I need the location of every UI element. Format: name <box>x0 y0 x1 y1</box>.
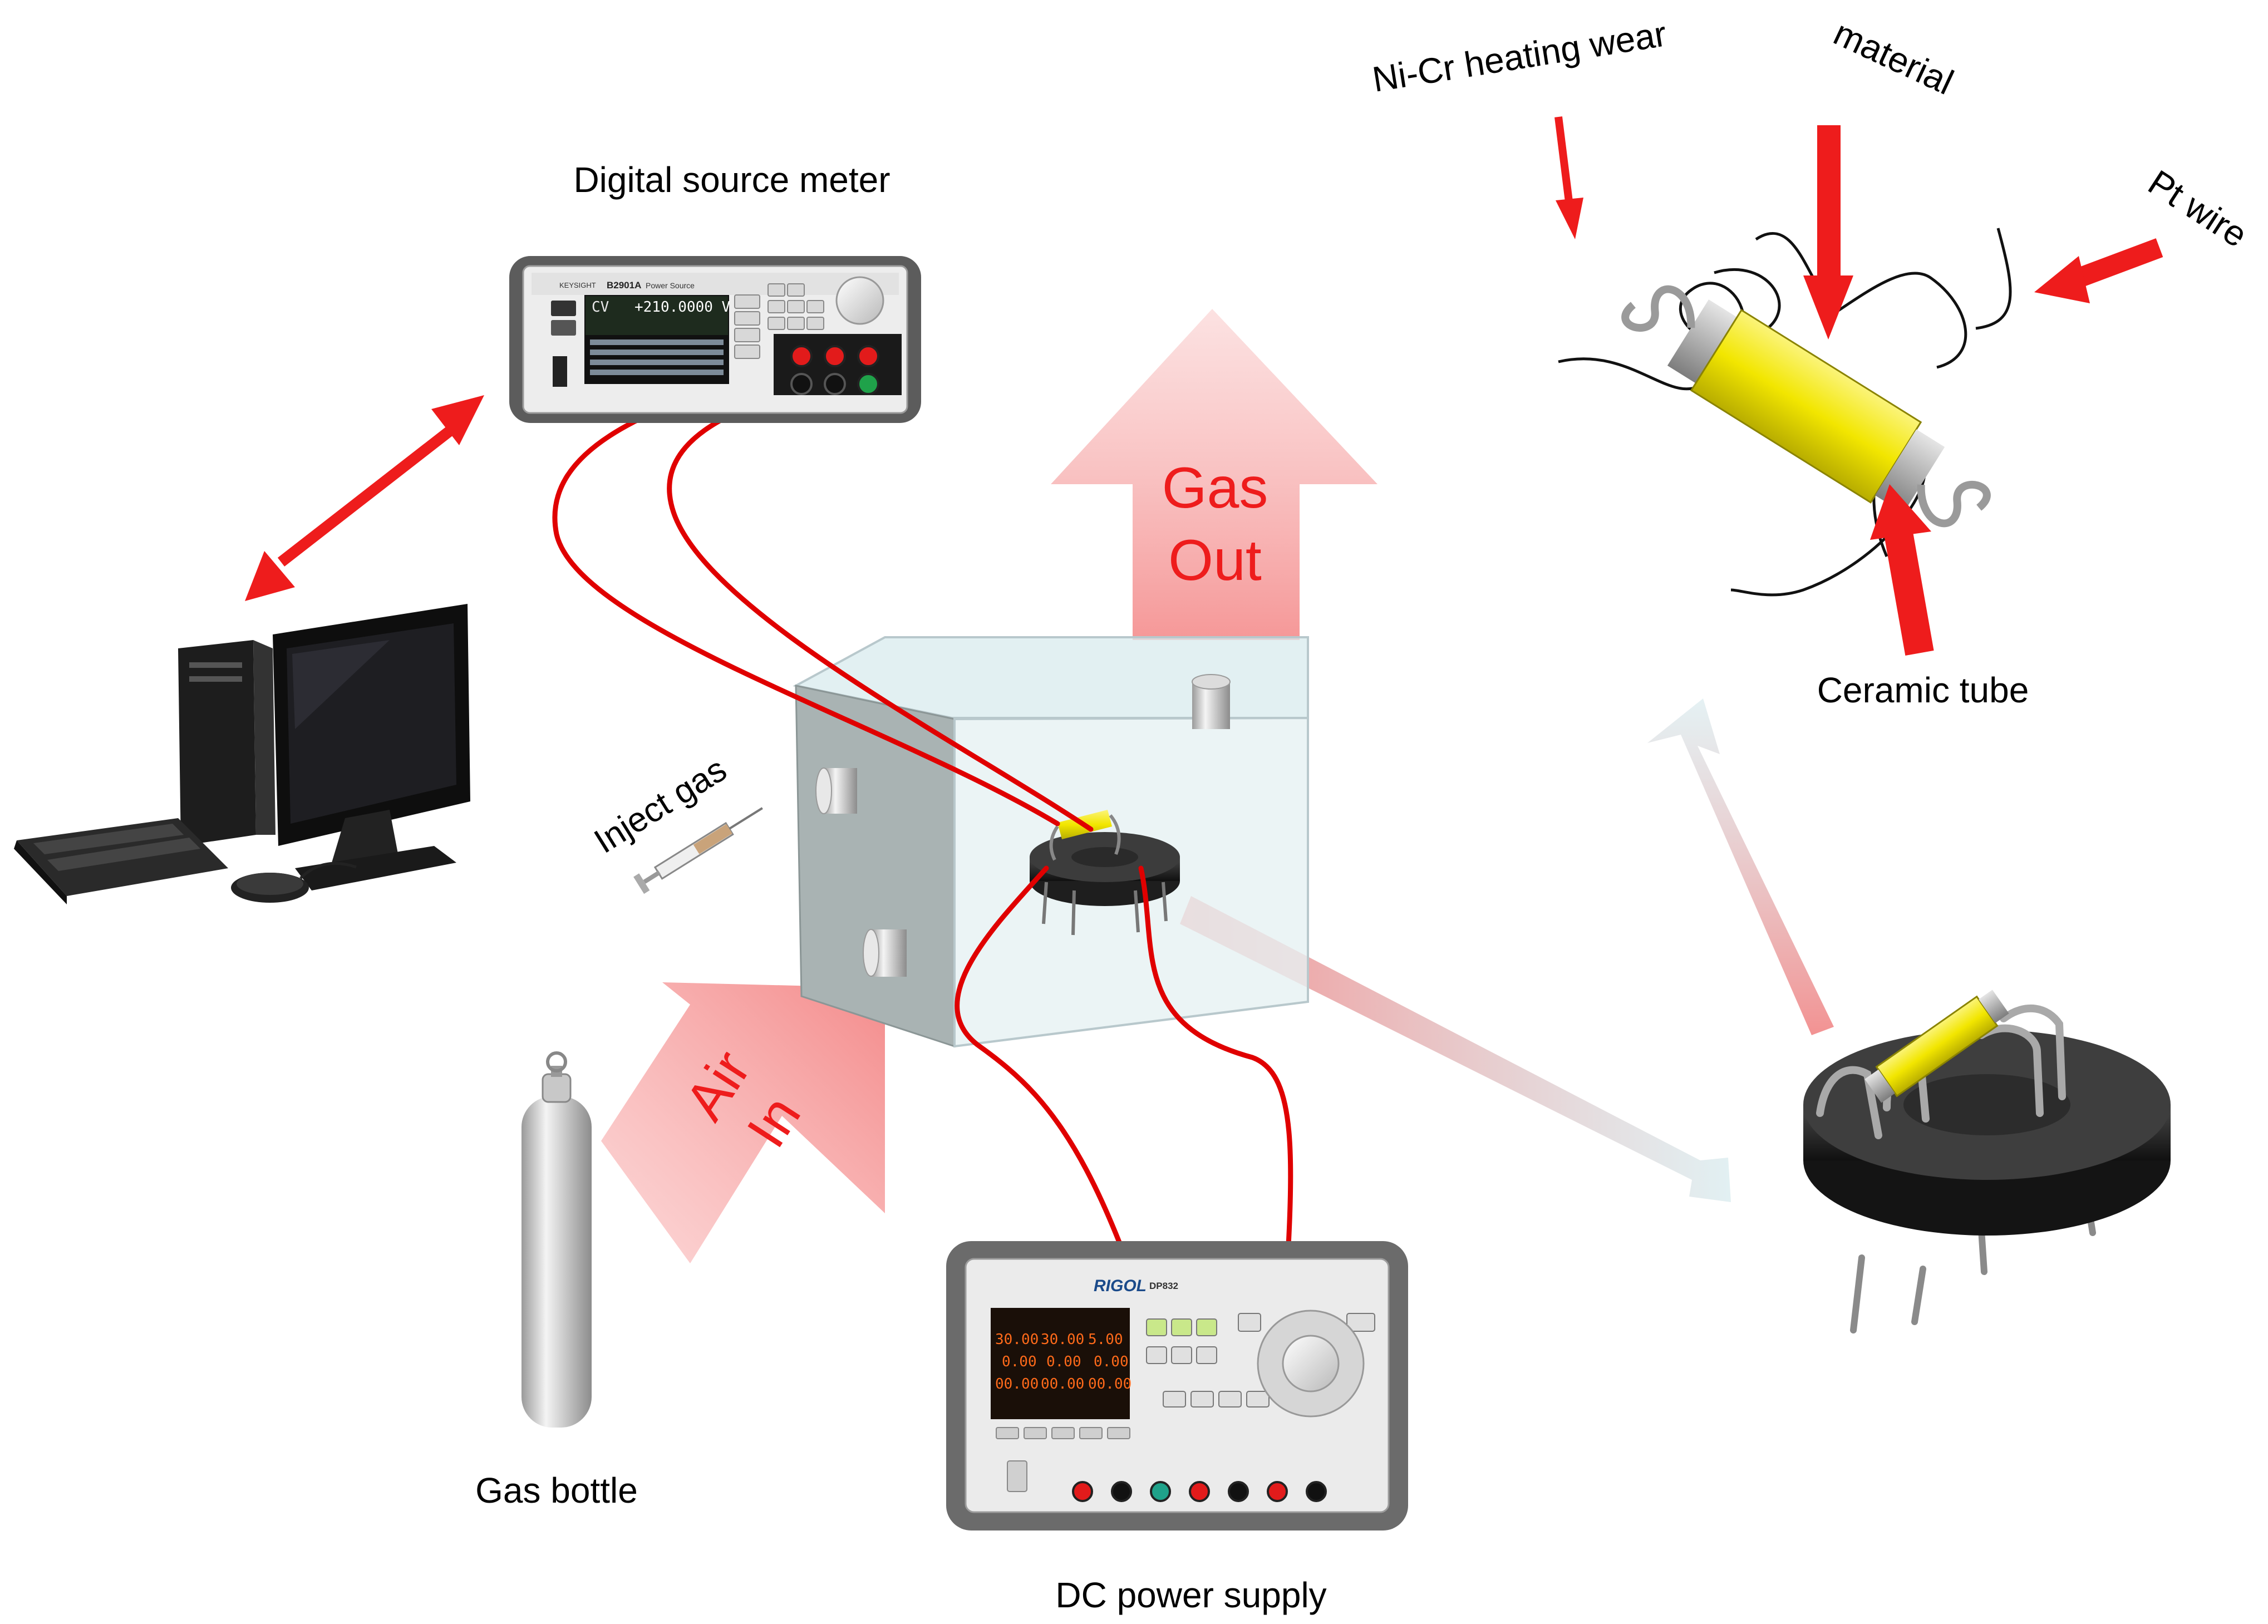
label-gas-bottle: Gas bottle <box>475 1470 638 1510</box>
chamber-port-left-upper <box>815 767 857 814</box>
label-dc-power-supply: DC power supply <box>1055 1575 1326 1615</box>
supply-readout-8: 00.00 <box>1041 1376 1084 1392</box>
label-pt-wire: Pt wire <box>2141 162 2254 255</box>
dc-power-supply: RIGOL DP832 30.00 30.00 5.00 0.00 0.00 0… <box>946 1241 1408 1531</box>
computer <box>14 604 470 904</box>
zoom-arrow-to-detail <box>1647 698 1834 1035</box>
gas-out-label-2: Out <box>1168 528 1262 593</box>
label-ceramic-tube: Ceramic tube <box>1817 670 2029 710</box>
chamber-port-left-lower <box>863 929 907 977</box>
meter-reading: +210.0000 V <box>634 299 730 316</box>
supply-readout-9: 00.00 <box>1088 1376 1131 1392</box>
zoom-arrow-to-sensor <box>1180 896 1731 1202</box>
supply-model: DP832 <box>1149 1281 1178 1291</box>
sensor-base-enlarged <box>1803 990 2171 1333</box>
sensor-detail <box>1554 116 2163 656</box>
supply-readout-7: 00.00 <box>995 1376 1039 1392</box>
meter-mode: CV <box>592 299 609 316</box>
meter-type: Power Source <box>646 281 695 290</box>
supply-terminals <box>1072 1481 1327 1502</box>
meter-model: B2901A <box>607 280 641 291</box>
gas-out-arrow: Gas Out <box>1051 309 1377 640</box>
gas-out-label-1: Gas <box>1162 456 1268 520</box>
meter-brand: KEYSIGHT <box>559 281 596 289</box>
supply-readouts: 30.00 30.00 5.00 0.00 0.00 0.00 00.00 00… <box>995 1331 1131 1392</box>
chamber-port-top <box>1192 674 1231 729</box>
supply-readout-4: 0.00 <box>1002 1354 1037 1370</box>
digital-source-meter: KEYSIGHT B2901A Power Source CV +210.000… <box>509 256 921 423</box>
supply-readout-3: 5.00 <box>1088 1331 1123 1348</box>
label-material: material <box>1828 12 1960 102</box>
air-in-arrow: Air In <box>601 982 885 1263</box>
supply-brand: RIGOL <box>1094 1277 1147 1295</box>
data-link-arrow <box>245 395 484 601</box>
label-nicr-heating-wear: Ni-Cr heating wear <box>1370 13 1669 100</box>
meter-terminals <box>790 345 879 395</box>
supply-readout-5: 0.00 <box>1046 1354 1081 1370</box>
supply-readout-6: 0.00 <box>1094 1354 1129 1370</box>
test-chamber <box>793 636 1309 1048</box>
supply-readout-1: 30.00 <box>995 1331 1039 1348</box>
gas-bottle <box>522 1051 592 1428</box>
syringe <box>633 807 763 894</box>
supply-readout-2: 30.00 <box>1041 1331 1084 1348</box>
label-digital-source-meter: Digital source meter <box>573 160 890 200</box>
